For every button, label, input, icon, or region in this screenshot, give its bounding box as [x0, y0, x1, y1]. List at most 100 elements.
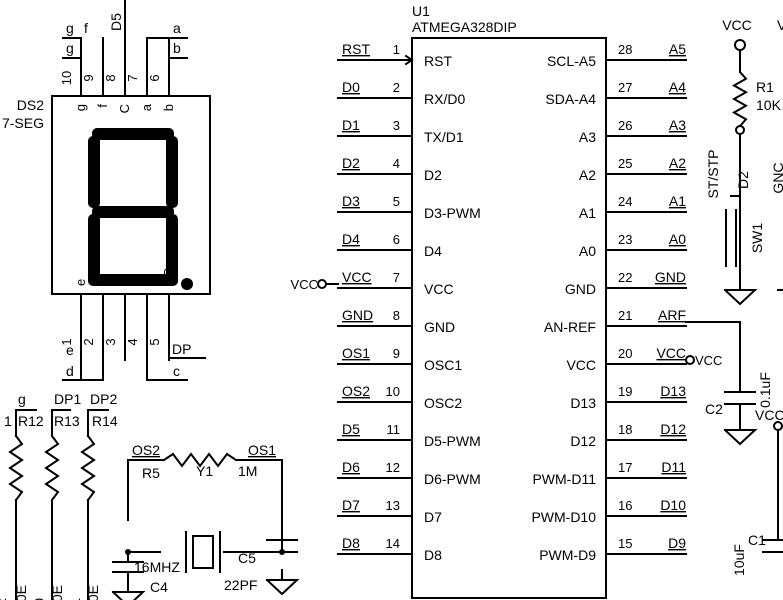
ds2-bottom-segment-2: d — [95, 279, 110, 286]
r1-value: 10K — [756, 97, 782, 113]
net-label-RST: RST — [342, 41, 370, 57]
c2-ground — [723, 428, 758, 446]
u1-pin-2-name: RX/D0 — [424, 91, 465, 107]
u1-pin-5-number: 5 — [393, 194, 400, 209]
net-label-c: c — [173, 363, 180, 379]
u1-pin-17-name: PWM-D11 — [532, 471, 596, 487]
ds2-top-pin-number-10: 10 — [59, 71, 74, 85]
ds2-ref: DS2 — [17, 97, 44, 113]
ds2-segment-3 — [92, 206, 174, 218]
net-label-A3: A3 — [669, 117, 686, 133]
c4-ground — [111, 590, 146, 600]
ds2-bottom-pin-number-3: 3 — [103, 338, 118, 345]
res-r13-ref: R13 — [54, 413, 80, 429]
ds2-top-segment-7: a — [139, 103, 154, 111]
ds2-bottom-pin-number-4: 4 — [125, 338, 140, 345]
u1-pin-17-number: 17 — [618, 460, 632, 475]
y1-ref: Y1 — [196, 463, 213, 479]
ds2-bottom-segment-5: DP — [161, 268, 176, 286]
u1-pin-9-number: 9 — [393, 346, 400, 361]
ds2-top-segment-8: C — [117, 104, 132, 113]
u1-pin-2-number: 2 — [393, 80, 400, 95]
res-1-value: 220E — [49, 585, 65, 600]
u1-pin-11-number: 11 — [387, 422, 401, 437]
net-label-d: d — [66, 363, 74, 379]
c2-ref: C2 — [705, 401, 723, 417]
net-label-OS2: OS2 — [132, 442, 160, 458]
net-label-OS1: OS1 — [342, 345, 370, 361]
ds2-top-segment-9: f — [95, 104, 110, 108]
u1-pin-16-number: 16 — [618, 498, 632, 513]
u1-pin-22-number: 22 — [618, 270, 632, 285]
res-r14-ref: R14 — [92, 413, 118, 429]
u1-pin-13-name: D7 — [424, 509, 442, 525]
u1-pin-9-name: OSC1 — [424, 357, 462, 373]
u1-pin-12-name: D6-PWM — [424, 471, 481, 487]
res-1-body — [44, 434, 60, 502]
u1-pin-8-name: GND — [424, 319, 455, 335]
u1-pin-22-name: GND — [565, 281, 596, 297]
ds2-bottom-pin-number-5: 5 — [147, 338, 162, 345]
net-label-VCC: VCC — [656, 345, 686, 361]
vcc-right-label: VCC — [695, 353, 722, 368]
net-label-e: e — [66, 342, 74, 358]
vcc-flag-right — [685, 355, 695, 365]
sw1-net2: D2 — [735, 171, 751, 189]
u1-pin-1-number: 1 — [393, 42, 400, 57]
net-label-OS1: OS1 — [248, 442, 276, 458]
u1-pin-20-name: VCC — [566, 357, 596, 373]
u1-pin-1-name: RST — [424, 53, 452, 69]
net-label-A0: A0 — [669, 231, 686, 247]
net-label-D4: D4 — [342, 231, 360, 247]
c2-value: 0.1uF — [757, 372, 773, 408]
u1-pin-6-name: D4 — [424, 243, 442, 259]
u1-pin-15-number: 15 — [618, 536, 632, 551]
arf-to-c2-wire — [685, 321, 741, 393]
u1-pin-4-name: D2 — [424, 167, 442, 183]
net-label-b: b — [173, 40, 181, 56]
u1-pin-10-number: 10 — [386, 384, 400, 399]
u1-pin-27-name: SDA-A4 — [545, 91, 596, 107]
u1-pin-13-number: 13 — [386, 498, 400, 513]
schematic-wires — [8, 0, 783, 600]
u1-pin-28-name: SCL-A5 — [547, 53, 596, 69]
sw1-edge-label: GNC — [770, 162, 783, 193]
sw1-ground — [723, 288, 758, 306]
y1-crystal — [192, 535, 214, 569]
u1-pin-24-number: 24 — [618, 194, 632, 209]
c1-vcc-label: VCC — [755, 407, 783, 423]
u1-pin-7-number: 7 — [393, 270, 400, 285]
r1-vcc-label: VCC — [722, 17, 752, 33]
u1-pin-26-name: A3 — [579, 129, 596, 145]
ds2-top-pin-number-6: 6 — [147, 74, 162, 81]
u1-pin-3-name: TX/D1 — [424, 129, 464, 145]
u1-pin-8-number: 8 — [393, 308, 400, 323]
ds2-bottom-segment-1: e — [73, 279, 88, 286]
ds2-bottom-pin-number-1: 1 — [59, 338, 74, 345]
net-label-D0: D0 — [342, 79, 360, 95]
c5-ref: C5 — [238, 550, 256, 566]
res-0-body — [8, 434, 24, 502]
u1-pin-23-name: A0 — [579, 243, 596, 259]
u1-pin-3-number: 3 — [393, 118, 400, 133]
u1-pin-21-number: 21 — [618, 308, 632, 323]
net-label-A4: A4 — [669, 79, 686, 95]
u1-pin-23-number: 23 — [618, 232, 632, 247]
net-label-D12-res: D12 — [0, 598, 9, 600]
r5-ref: R5 — [142, 465, 160, 481]
ds2-segment-1 — [88, 136, 100, 208]
net-label-g-2: g — [66, 40, 74, 56]
net-label-g-res: g — [18, 391, 26, 407]
net-label-D9: D9 — [668, 535, 686, 551]
net-label-A0-res: A0 — [31, 598, 47, 600]
ds2-top-segment-10: g — [73, 104, 88, 111]
r1-ref: R1 — [756, 79, 774, 95]
net-label-A1-res: A1 — [67, 598, 83, 600]
u1-pin-21-name: AN-REF — [544, 319, 596, 335]
net-label-DP2-res: DP2 — [90, 391, 117, 407]
c5-value: 22PF — [224, 577, 257, 593]
u1-pin-25-number: 25 — [618, 156, 632, 171]
u1-pin-19-number: 19 — [618, 384, 632, 399]
